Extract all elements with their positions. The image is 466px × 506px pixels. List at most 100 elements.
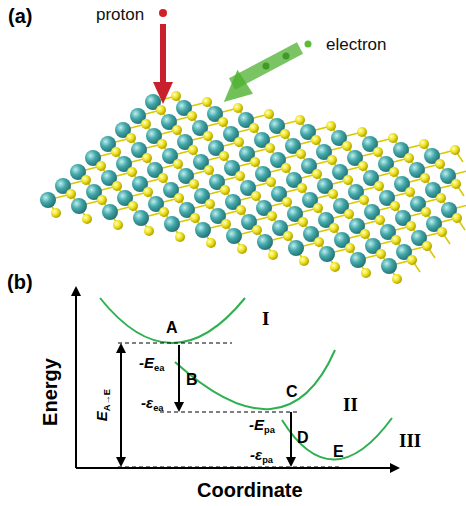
- metal-atom: [102, 204, 118, 220]
- energy-term: -εpa: [250, 447, 273, 465]
- chalcogen-atom: [451, 179, 461, 189]
- chalcogen-atom: [187, 111, 197, 121]
- chalcogen-atom: [252, 225, 262, 235]
- energy-axis: [75, 288, 77, 468]
- level-line: [118, 343, 232, 344]
- chalcogen-atom: [189, 179, 199, 189]
- chalcogen-atom: [328, 189, 338, 199]
- label-text: C: [286, 383, 298, 400]
- chalcogen-atom: [158, 173, 168, 183]
- chalcogen-atom: [437, 227, 447, 237]
- chalcogen-atom: [389, 167, 399, 177]
- chalcogen-atom: [111, 147, 121, 157]
- chalcogen-atom: [342, 141, 352, 151]
- chalcogen-atom: [357, 127, 367, 137]
- proton-dot: [159, 9, 167, 17]
- chalcogen-atom: [344, 209, 354, 219]
- chalcogen-atom: [66, 189, 76, 199]
- chalcogen-atom: [268, 250, 278, 260]
- chalcogen-atom: [237, 244, 247, 254]
- chalcogen-atom: [373, 147, 383, 157]
- lattice-layer: [40, 91, 466, 284]
- point-label: E: [333, 444, 344, 460]
- chalcogen-atom: [174, 193, 184, 203]
- chalcogen-atom: [419, 139, 429, 149]
- electron-dot: [283, 53, 290, 60]
- point-label: B: [186, 372, 198, 388]
- panel-label: (a): [8, 6, 32, 26]
- chalcogen-atom: [329, 223, 339, 233]
- chalcogen-atom: [204, 165, 214, 175]
- chalcogen-atom: [205, 199, 215, 209]
- chalcogen-atom: [392, 274, 402, 284]
- chalcogen-atom: [81, 175, 91, 185]
- chalcogen-atom: [234, 137, 244, 147]
- label-text: -ε: [141, 394, 153, 411]
- chalcogen-atom: [281, 163, 291, 173]
- chalcogen-atom: [51, 208, 61, 218]
- potential-curve: [100, 298, 245, 343]
- chalcogen-atom: [361, 268, 371, 278]
- chalcogen-atom: [156, 105, 166, 115]
- point-label: C: [286, 384, 298, 400]
- metal-atom: [40, 192, 56, 208]
- label-text: E: [333, 443, 344, 460]
- label-text: Energy: [39, 358, 61, 426]
- subscript-text: ea: [153, 403, 163, 413]
- metal-atom: [195, 222, 211, 238]
- label-text: proton: [96, 5, 144, 24]
- label-text: (b): [7, 271, 33, 293]
- chalcogen-atom: [314, 237, 324, 247]
- chalcogen-atom: [113, 220, 123, 230]
- chalcogen-atom: [190, 213, 200, 223]
- chalcogen-atom: [296, 149, 306, 159]
- subscript-text: A→E: [102, 389, 112, 411]
- state-label: I: [262, 309, 269, 328]
- chalcogen-atom: [159, 207, 169, 217]
- level-line: [118, 467, 340, 468]
- energy-term: EA→E: [94, 389, 112, 421]
- metal-atom: [133, 210, 149, 226]
- chalcogen-atom: [405, 187, 415, 197]
- chalcogen-atom: [235, 171, 245, 181]
- chalcogen-atom: [376, 249, 386, 259]
- chalcogen-atom: [297, 183, 307, 193]
- chalcogen-atom: [299, 256, 309, 266]
- chalcogen-atom: [144, 226, 154, 236]
- chalcogen-atom: [282, 197, 292, 207]
- chalcogen-atom: [250, 157, 260, 167]
- particle-label: electron: [326, 36, 386, 53]
- chalcogen-atom: [265, 143, 275, 153]
- chalcogen-atom: [266, 177, 276, 187]
- chalcogen-atom: [358, 161, 368, 171]
- chalcogen-atom: [330, 262, 340, 272]
- chalcogen-atom: [298, 217, 308, 227]
- point-label: D: [297, 430, 309, 446]
- chalcogen-atom: [311, 135, 321, 145]
- chalcogen-atom: [404, 153, 414, 163]
- chalcogen-atom: [172, 125, 182, 135]
- chalcogen-atom: [264, 109, 274, 119]
- chalcogen-atom: [283, 231, 293, 241]
- chalcogen-atom: [96, 161, 106, 171]
- chalcogen-atom: [128, 201, 138, 211]
- chalcogen-atom: [359, 195, 369, 205]
- label-text: II: [343, 394, 358, 415]
- label-text: Coordinate: [197, 479, 303, 501]
- chalcogen-atom: [390, 201, 400, 211]
- chalcogen-atom: [143, 187, 153, 197]
- chalcogen-atom: [360, 229, 370, 239]
- chalcogen-atom: [280, 129, 290, 139]
- proton-arrow: [160, 24, 166, 84]
- chalcogen-atom: [203, 131, 213, 141]
- chalcogen-atom: [220, 185, 230, 195]
- chalcogen-atom: [374, 181, 384, 191]
- subscript-text: pa: [264, 425, 275, 435]
- chalcogen-atom: [206, 238, 216, 248]
- particle-label: proton: [96, 6, 144, 23]
- chalcogen-atom: [327, 155, 337, 165]
- chalcogen-atom: [127, 167, 137, 177]
- chalcogen-atom: [221, 219, 231, 229]
